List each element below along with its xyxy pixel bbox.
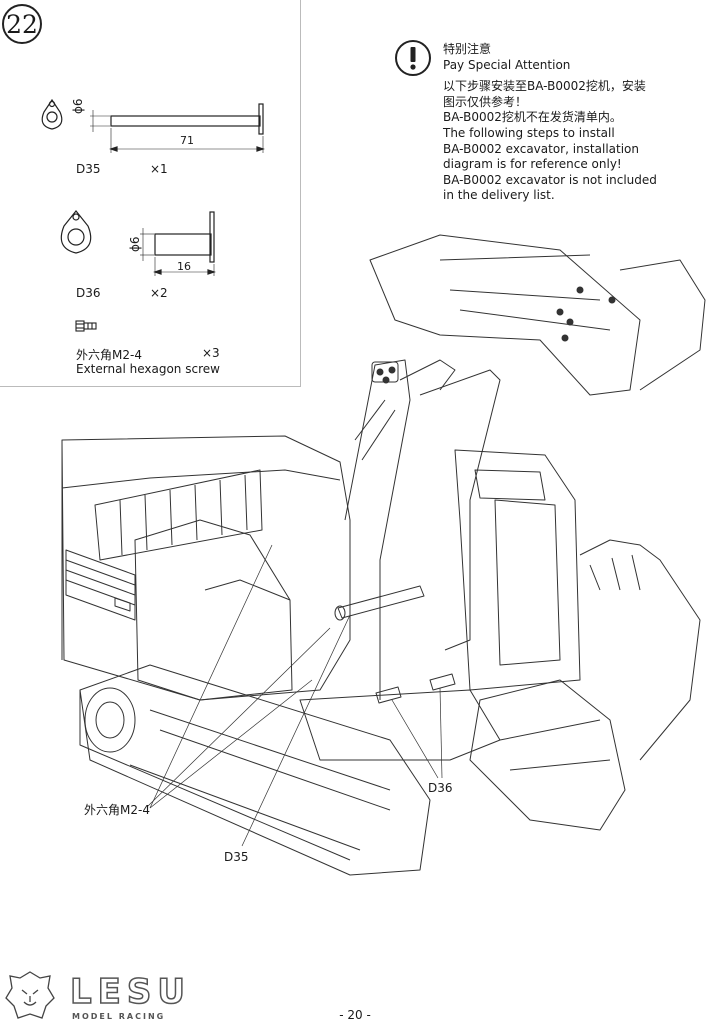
- d36-length-label: 16: [177, 260, 191, 273]
- hex-screw-drawing: [75, 320, 97, 332]
- attention-title-en: Pay Special Attention: [443, 57, 571, 72]
- d36-link-plate-drawing: [60, 210, 92, 254]
- attention-notice: 特别注意 Pay Special Attention 以下步骤安装至BA-B00…: [443, 42, 703, 204]
- step-number: 22: [6, 9, 38, 39]
- attention-line: BA-B0002挖机不在发货清单内。: [443, 110, 622, 125]
- d36-pin-drawing: [140, 211, 216, 276]
- attention-line: BA-B0002 excavator, installation: [443, 141, 640, 156]
- callout-d35: D35: [224, 850, 249, 864]
- d36-quantity: ×2: [150, 286, 168, 300]
- page-number: - 20 -: [339, 1008, 371, 1022]
- screw-name-cn: 外六角M2-4: [76, 348, 142, 362]
- step-number-badge: 22: [2, 4, 42, 44]
- d35-code: D35: [76, 162, 101, 176]
- brand-logo-text: LESU: [69, 971, 191, 1013]
- d35-pin-drawing: [90, 103, 265, 153]
- parts-list-panel: [0, 0, 301, 387]
- d35-length-label: 71: [180, 134, 194, 147]
- d35-link-plate-drawing: [41, 98, 63, 130]
- lion-logo-icon: [5, 971, 55, 1019]
- callout-screw: 外六角M2-4: [84, 803, 150, 817]
- exclamation-icon: [395, 40, 431, 76]
- d35-quantity: ×1: [150, 162, 168, 176]
- attention-line: 图示仅供参考！: [443, 94, 528, 109]
- attention-line: diagram is for reference only!: [443, 157, 622, 172]
- screw-name-en: External hexagon screw: [76, 362, 220, 376]
- attention-line: The following steps to install: [443, 125, 615, 140]
- parts-drawings: [41, 98, 265, 332]
- attention-line: BA-B0002 excavator is not included: [443, 172, 657, 187]
- attention-line: in the delivery list.: [443, 188, 555, 203]
- screw-quantity: ×3: [202, 346, 220, 360]
- attention-line: 以下步骤安装至BA-B0002挖机，安装: [443, 79, 646, 94]
- brand-tagline: MODEL RACING: [72, 1012, 166, 1021]
- d36-code: D36: [76, 286, 101, 300]
- callout-d36: D36: [428, 781, 453, 795]
- attention-title-cn: 特别注意: [443, 42, 492, 56]
